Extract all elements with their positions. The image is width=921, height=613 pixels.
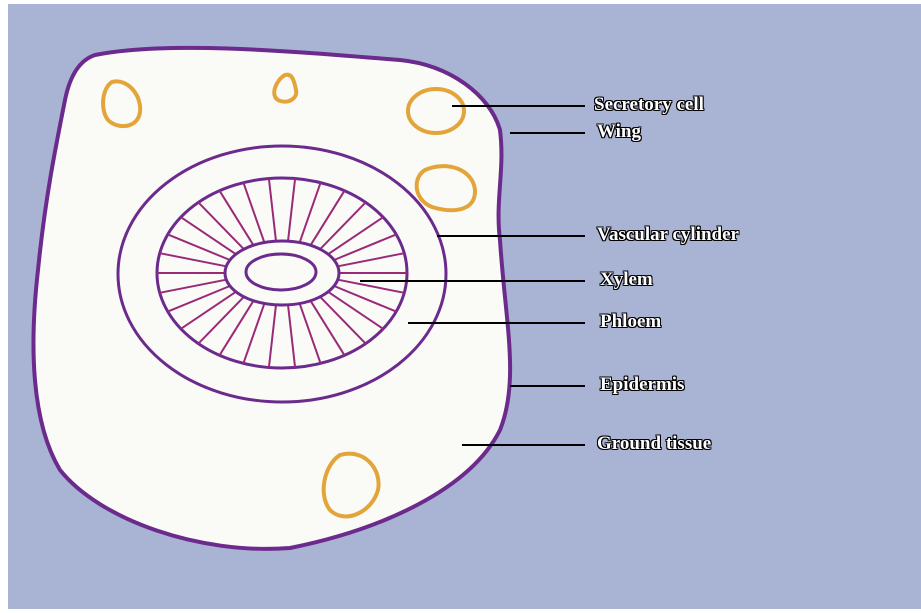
label-vascular-cylinder: Vascular cylinder <box>597 225 739 245</box>
label-phloem: Phloem <box>600 312 661 332</box>
label-wing: Wing <box>597 122 641 142</box>
label-secretory-cell: Secretory cell <box>594 95 704 115</box>
pith-outer <box>225 241 339 305</box>
label-ground-tissue: Ground tissue <box>597 434 711 454</box>
label-xylem: Xylem <box>600 270 653 290</box>
label-epidermis: Epidermis <box>600 375 684 395</box>
